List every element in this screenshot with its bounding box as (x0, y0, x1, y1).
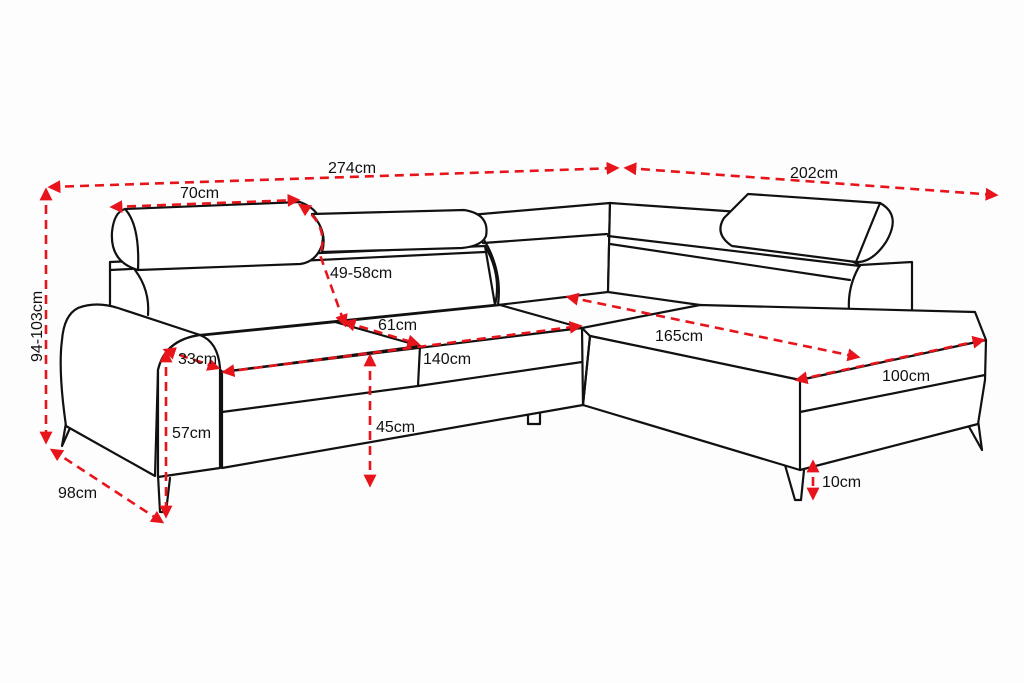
headrest-middle (310, 208, 488, 254)
label-depth: 98cm (58, 485, 97, 502)
headrest-left (110, 200, 325, 272)
label-seat-depth: 61cm (378, 317, 417, 334)
label-leg-height: 10cm (822, 474, 861, 491)
dimension-labels: 274cm 202cm 70cm 94-103cm 49-58cm 61cm 3… (29, 160, 930, 502)
leg-left-front (156, 473, 172, 514)
dim-line-armrest-width (162, 347, 221, 371)
label-total-width: 274cm (328, 160, 376, 177)
label-seat-height: 45cm (376, 419, 415, 436)
leg-left-back (60, 421, 72, 448)
dim-line-total-width (47, 161, 620, 194)
leg-middle (526, 408, 542, 426)
label-chaise-width: 100cm (882, 368, 930, 385)
dim-line-headrest-width (109, 193, 301, 214)
leg-right-front (783, 463, 806, 502)
label-height: 94-103cm (29, 291, 46, 362)
label-chaise-length: 165cm (655, 328, 703, 345)
dim-line-backrest-height (297, 203, 348, 328)
headrest-right (719, 192, 894, 264)
label-armrest-height: 57cm (172, 425, 211, 442)
dim-line-chaise-width (794, 335, 986, 385)
label-backrest-height: 49-58cm (330, 265, 392, 282)
label-headrest-width: 70cm (180, 185, 219, 202)
label-armrest-width: 33cm (178, 351, 217, 368)
label-seat-width: 140cm (423, 351, 471, 368)
dim-line-depth (49, 448, 165, 524)
dim-line-corner-depth (623, 162, 999, 201)
leg-right-back (966, 418, 984, 452)
dimension-lines (39, 161, 999, 524)
label-corner-depth: 202cm (790, 165, 838, 182)
